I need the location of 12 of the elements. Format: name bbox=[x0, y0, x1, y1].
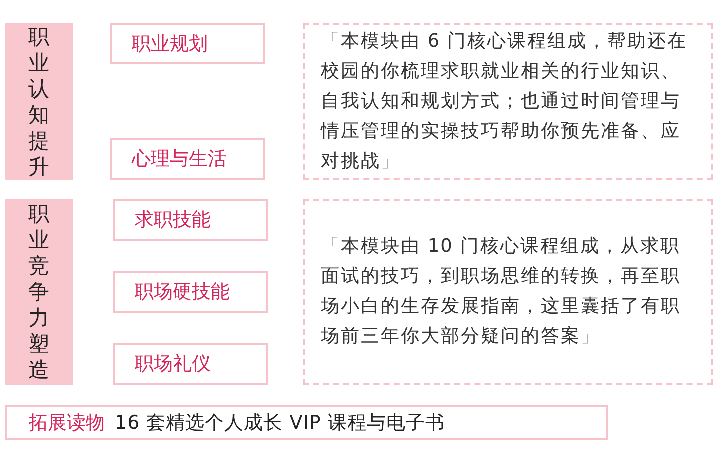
course-tab: 职场硬技能 bbox=[113, 271, 268, 313]
description-box: 「本模块由 10 门核心课程组成，从求职面试的技巧，到职场思维的转换，再至职场小白的生存发展指南，这里囊括了有职场前三年你大部分疑问的答案」 bbox=[303, 199, 713, 385]
course-tab: 求职技能 bbox=[113, 199, 268, 241]
banner-heading: 拓展读物 bbox=[29, 410, 105, 436]
category-box: 职业认知提升 bbox=[5, 23, 73, 180]
course-tab: 职业规划 bbox=[110, 23, 265, 64]
course-tab: 心理与生活 bbox=[110, 138, 265, 180]
category-box: 职业竞争力塑造 bbox=[5, 199, 73, 385]
description-box: 「本模块由 6 门核心课程组成，帮助还在校园的你梳理求职就业相关的行业知识、自我认知和规划方式；也通过时间管理与情压管理的实操技巧帮助你预先准备、应对挑战」 bbox=[303, 23, 713, 180]
reading-banner bbox=[5, 405, 608, 440]
banner-text: 16 套精选个人成长 VIP 课程与电子书 bbox=[115, 410, 445, 436]
course-tab: 职场礼仪 bbox=[113, 343, 268, 385]
